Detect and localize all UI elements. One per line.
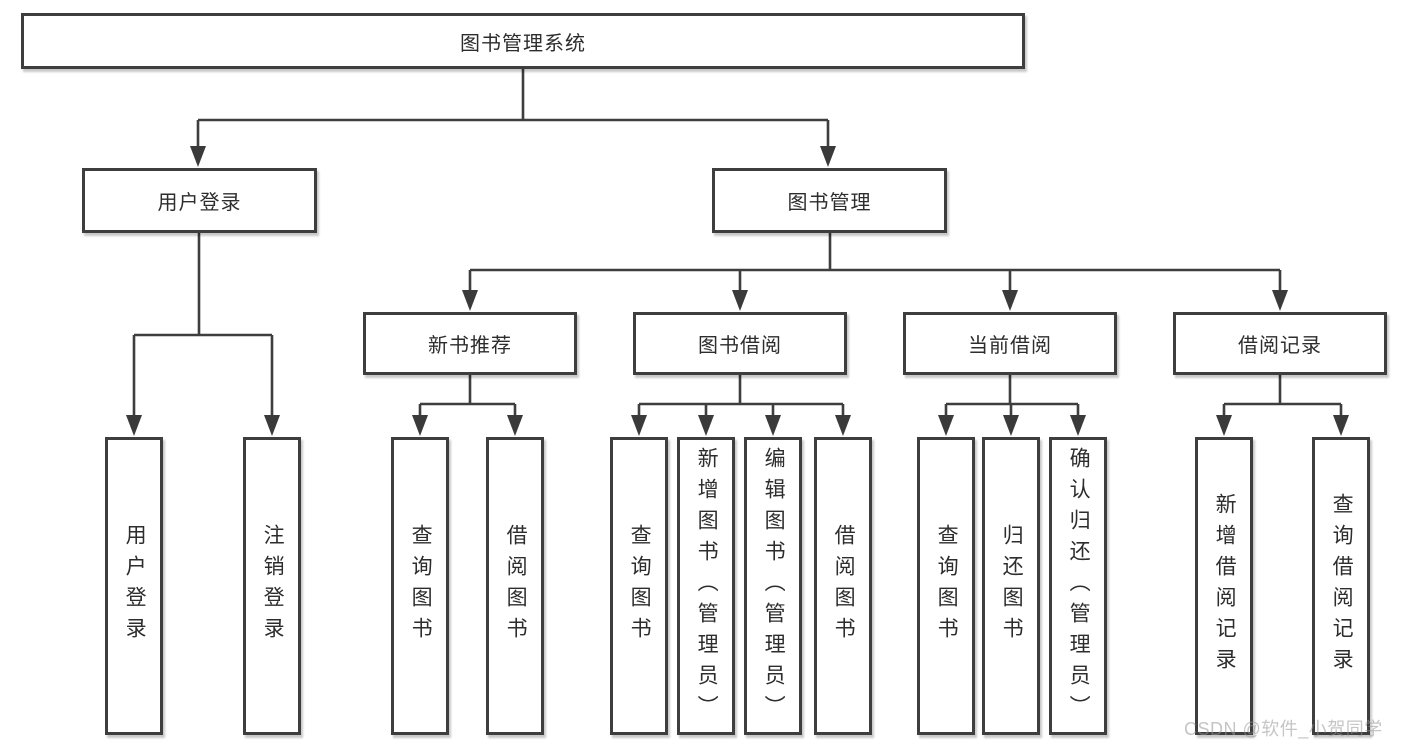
node-book-borrowing: 图书借阅 — [633, 312, 847, 375]
node-user-login: 用户登录 — [82, 168, 317, 233]
node-borrowing-records: 借阅记录 — [1173, 312, 1387, 375]
watermark: CSDN @软件_小贺同学 — [1184, 719, 1383, 739]
leaf-logout-login: 注销登录 — [243, 437, 301, 735]
arrowhead-icons — [126, 146, 1349, 436]
node-current-borrowing: 当前借阅 — [903, 312, 1117, 375]
leaf-label: 归还图书 — [1000, 524, 1024, 648]
node-book-management: 图书管理 — [712, 168, 947, 233]
leaf-label: 编辑图书（管理员） — [762, 446, 786, 726]
leaf-return-books: 归还图书 — [982, 437, 1040, 735]
leaf-label: 查询图书 — [628, 524, 652, 648]
leaf-edit-books-admin: 编辑图书（管理员） — [744, 437, 802, 735]
leaf-query-books-borrowing: 查询图书 — [610, 437, 668, 735]
leaf-label: 借阅图书 — [504, 524, 528, 648]
leaf-confirm-return-admin: 确认归还（管理员） — [1049, 437, 1107, 735]
leaf-label: 查询图书 — [409, 524, 433, 648]
leaf-label: 查询借阅记录 — [1330, 493, 1354, 679]
leaf-label: 新增借阅记录 — [1213, 493, 1237, 679]
leaf-query-books-recommend: 查询图书 — [391, 437, 449, 735]
leaf-label: 查询图书 — [935, 524, 959, 648]
leaf-label: 借阅图书 — [832, 524, 856, 648]
leaf-add-borrow-record: 新增借阅记录 — [1195, 437, 1253, 735]
leaf-label: 新增图书（管理员） — [695, 446, 719, 726]
leaf-add-books-admin: 新增图书（管理员） — [677, 437, 735, 735]
leaf-label: 注销登录 — [261, 524, 285, 648]
leaf-label: 用户登录 — [123, 524, 147, 648]
leaf-query-books-current: 查询图书 — [917, 437, 975, 735]
leaf-user-login: 用户登录 — [105, 437, 163, 735]
node-new-book-recommendation: 新书推荐 — [363, 312, 577, 375]
leaf-borrow-books-recommend: 借阅图书 — [486, 437, 544, 735]
leaf-borrow-books-borrowing: 借阅图书 — [814, 437, 872, 735]
node-root: 图书管理系统 — [21, 13, 1025, 69]
leaf-query-borrow-record: 查询借阅记录 — [1312, 437, 1370, 735]
leaf-label: 确认归还（管理员） — [1067, 446, 1091, 726]
